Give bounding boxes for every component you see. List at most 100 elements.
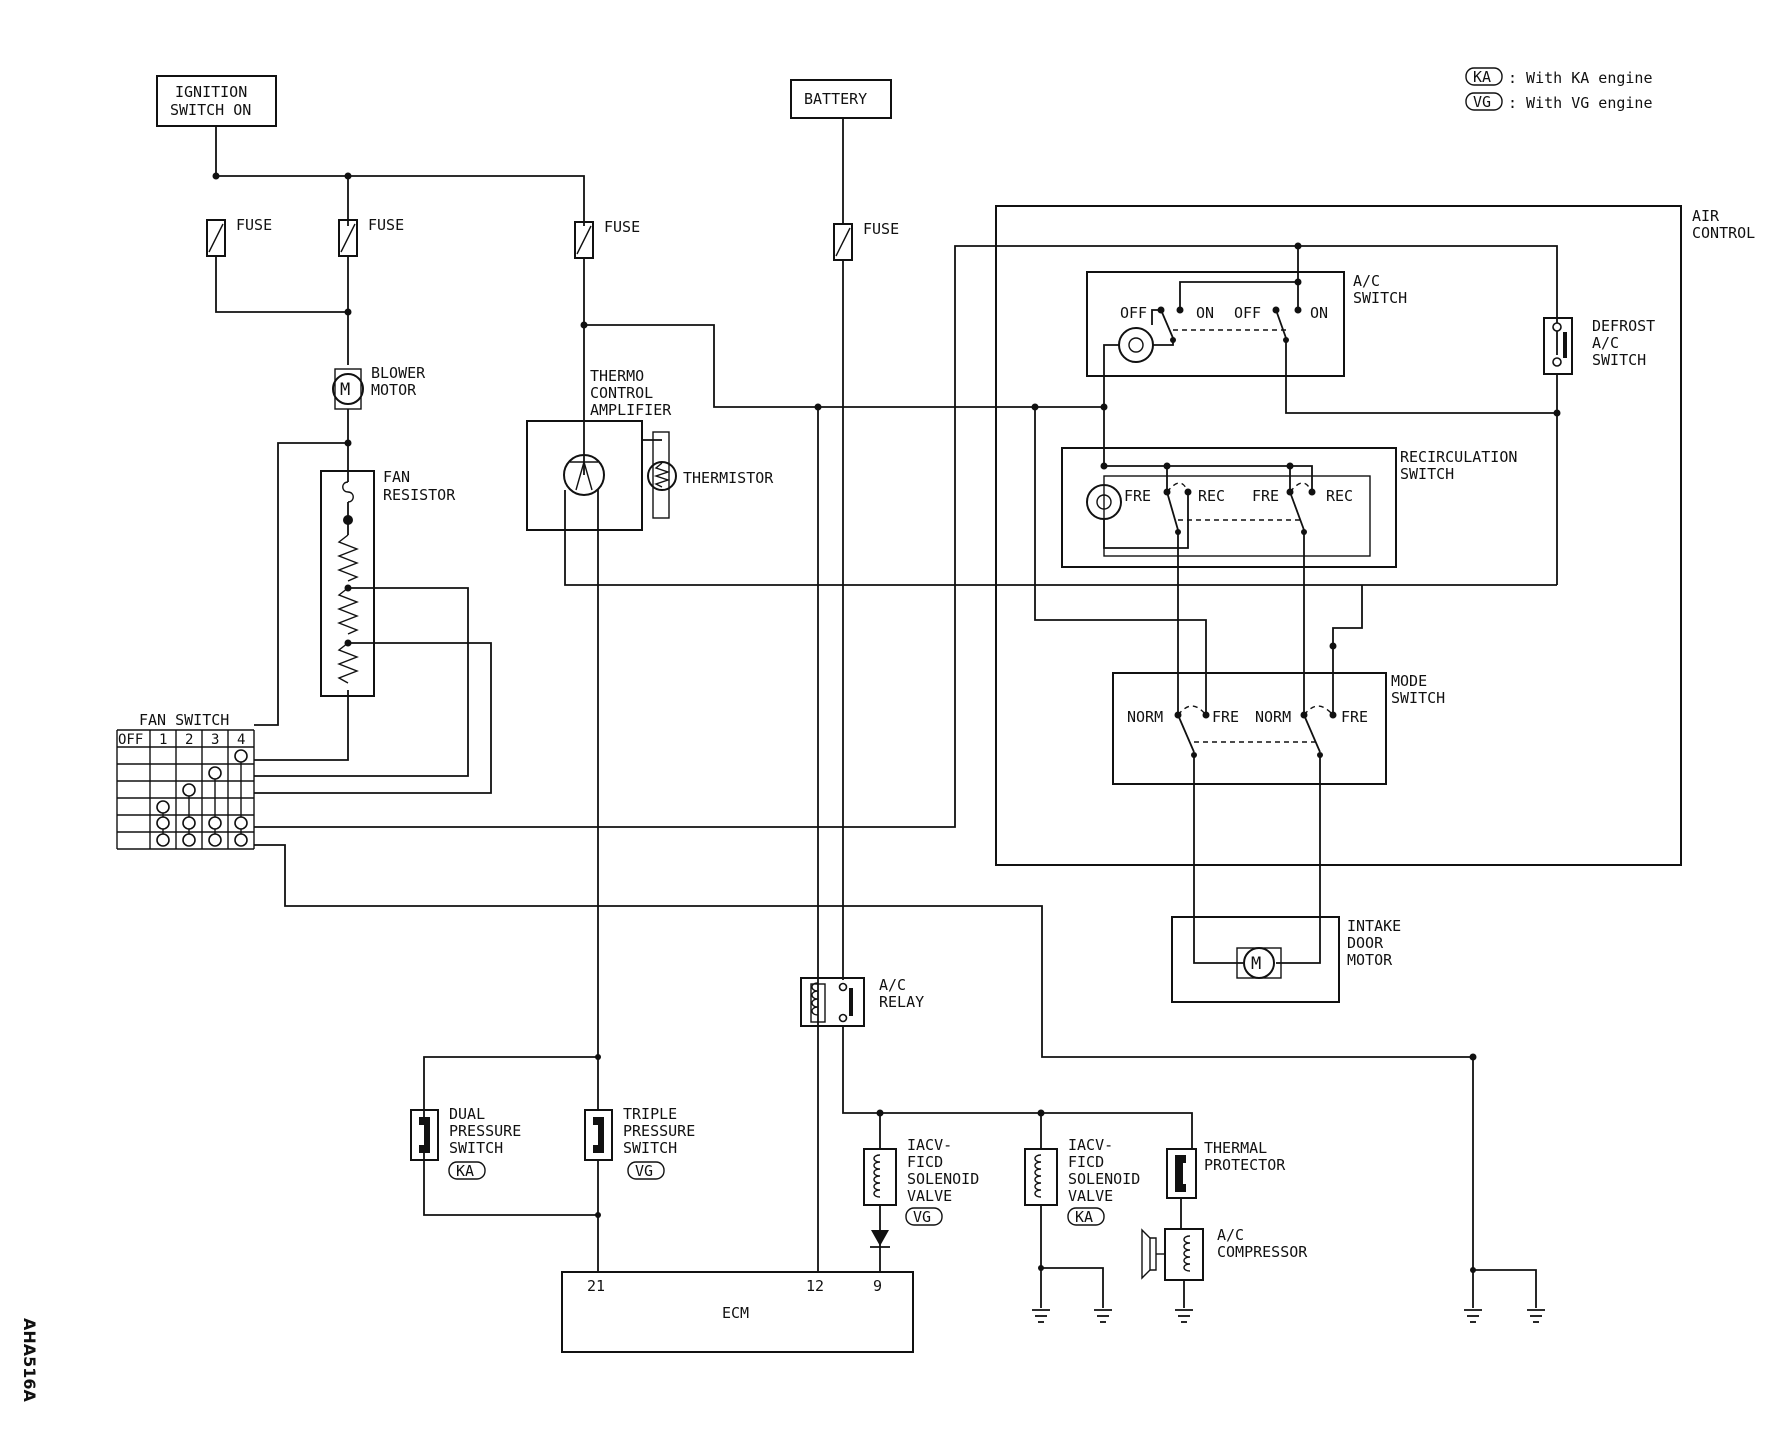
mode-fre-1: FRE (1212, 708, 1239, 726)
ignition-label-2: SWITCH ON (170, 101, 251, 119)
thermal-label-1: THERMAL (1204, 1139, 1267, 1157)
fuse-4: FUSE (833, 220, 899, 261)
fuse-1: FUSE (206, 216, 272, 257)
mode-label-2: SWITCH (1391, 689, 1445, 707)
mode-fre-2: FRE (1341, 708, 1368, 726)
intake-label-1: INTAKE (1347, 917, 1401, 935)
ac-switch-on-2: ON (1310, 304, 1328, 322)
mode-switch[interactable]: MODE SWITCH NORM FRE NORM FRE (1112, 672, 1445, 785)
fuse-2-label: FUSE (368, 216, 404, 234)
triple-label-1: TRIPLE (623, 1105, 677, 1123)
relay-out-wire (842, 1026, 1193, 1149)
legend-ka-tag: KA (1473, 68, 1491, 86)
defrost-ac-switch[interactable]: DEFROST A/C SWITCH (1543, 317, 1655, 375)
triple-pressure-switch: TRIPLE PRESSURE SWITCH VG (584, 1105, 695, 1180)
fuse-join-wire (215, 256, 348, 313)
air-control-box: AIR CONTROL (995, 205, 1755, 866)
diagram-id: AHA516A (20, 1318, 39, 1403)
ac-switch-to-defrost-wire (1285, 340, 1557, 414)
intake-door-motor: M INTAKE DOOR MOTOR (1171, 916, 1401, 1003)
triple-label-2: PRESSURE (623, 1122, 695, 1140)
battery-label: BATTERY (804, 90, 867, 108)
ecm-pin-21: 21 (587, 1277, 605, 1295)
legend-ka-text: : With KA engine (1508, 69, 1653, 87)
ignition-label-1: IGNITION (175, 83, 247, 101)
recirculation-switch[interactable]: RECIRCULATION SWITCH FRE REC FRE REC (1061, 447, 1517, 568)
fan-tap-1-wire (254, 587, 469, 777)
intake-label-3: MOTOR (1347, 951, 1393, 969)
intake-motor-symbol: M (1251, 954, 1261, 974)
ground-symbol-main-2 (1527, 1309, 1545, 1323)
fan-col-2: 2 (185, 732, 193, 748)
diode-icon (871, 1230, 889, 1246)
defrost-label-2: A/C (1592, 334, 1619, 352)
dual-label-3: SWITCH (449, 1139, 503, 1157)
fan-resistor: FAN RESISTOR (320, 443, 456, 697)
legend: KA : With KA engine VG : With VG engine (1465, 67, 1653, 112)
thermo-control-amplifier: THERMO CONTROL AMPLIFIER THERMISTOR (526, 367, 774, 531)
mode-to-intake-left-wire (1193, 755, 1243, 964)
legend-vg-text: : With VG engine (1508, 94, 1653, 112)
thermo-label-1: THERMO (590, 367, 644, 385)
battery-box: BATTERY (790, 79, 892, 119)
dual-label-2: PRESSURE (449, 1122, 521, 1140)
fan-ground-wire (254, 844, 1473, 1058)
thermo-label-2: CONTROL (590, 384, 653, 402)
ac-relay: A/C RELAY (800, 976, 924, 1027)
fan-col-off: OFF (118, 732, 143, 748)
ecm-pin-12: 12 (806, 1277, 824, 1295)
iacv-ka-label-1: IACV- (1068, 1136, 1113, 1154)
iacv-ficd-solenoid-vg: IACV- FICD SOLENOID VALVE VG (863, 1136, 979, 1226)
dual-ka-tag: KA (456, 1162, 474, 1180)
iacv-vg-label-2: FICD (907, 1153, 943, 1171)
ecm-pin-9: 9 (873, 1277, 882, 1295)
mode-norm-1: NORM (1127, 708, 1163, 726)
compressor-label-2: COMPRESSOR (1217, 1243, 1308, 1261)
dual-pressure-switch: DUAL PRESSURE SWITCH KA (410, 1105, 521, 1180)
iacv-vg-label-1: IACV- (907, 1136, 952, 1154)
iacv-ka-label-3: SOLENOID (1068, 1170, 1140, 1188)
defrost-label-3: SWITCH (1592, 351, 1646, 369)
iacv-ka-tag: KA (1075, 1208, 1093, 1226)
ac-switch[interactable]: A/C SWITCH OFF ON OFF ON (1086, 242, 1407, 408)
ignition-bus (212, 126, 585, 226)
fan-low-wire (254, 690, 349, 761)
air-control-label-1: AIR (1692, 207, 1720, 225)
main-ground-wire (1472, 1057, 1537, 1308)
recirc-to-mode-wire (1034, 407, 1207, 715)
fan-col-3: 3 (211, 732, 219, 748)
ground-symbol-compressor (1175, 1309, 1193, 1323)
fan-col-4: 4 (237, 732, 245, 748)
blower-motor-symbol: M (340, 380, 350, 400)
iacv-vg-label-4: VALVE (907, 1187, 952, 1205)
ground-symbol-main-1 (1464, 1309, 1482, 1323)
ac-relay-label-1: A/C (879, 976, 906, 994)
compressor-label-1: A/C (1217, 1226, 1244, 1244)
mode-to-intake-right-wire (1276, 755, 1321, 964)
triple-vg-tag: VG (635, 1162, 653, 1180)
recirc-label-2: SWITCH (1400, 465, 1454, 483)
ac-switch-on-1: ON (1196, 304, 1214, 322)
ac-relay-label-2: RELAY (879, 993, 924, 1011)
recirc-rec-2: REC (1326, 487, 1353, 505)
air-control-label-2: CONTROL (1692, 224, 1755, 242)
iacv-vg-label-3: SOLENOID (907, 1170, 979, 1188)
thermo-to-ac-switch-wire (584, 324, 1104, 408)
ecm: 21 12 9 ECM (561, 1271, 914, 1353)
fan-high-wire (254, 442, 348, 726)
ac-switch-label-1: A/C (1353, 272, 1380, 290)
fan-switch[interactable]: FAN SWITCH OFF 1 2 3 4 (116, 711, 255, 850)
recirc-rec-1: REC (1198, 487, 1225, 505)
blower-motor: M BLOWER MOTOR (332, 364, 426, 410)
thermo-return-wire (564, 490, 1557, 586)
blower-label-1: BLOWER (371, 364, 426, 382)
ac-switch-off-1: OFF (1120, 304, 1147, 322)
thermo-label-3: AMPLIFIER (590, 401, 672, 419)
ecm-label: ECM (722, 1304, 749, 1322)
iacv-ka-label-4: VALVE (1068, 1187, 1113, 1205)
iacv-ficd-solenoid-ka: IACV- FICD SOLENOID VALVE KA (1024, 1136, 1140, 1226)
mode-label-1: MODE (1391, 672, 1427, 690)
dual-label-1: DUAL (449, 1105, 485, 1123)
fan-resistor-label-1: FAN (383, 468, 410, 486)
